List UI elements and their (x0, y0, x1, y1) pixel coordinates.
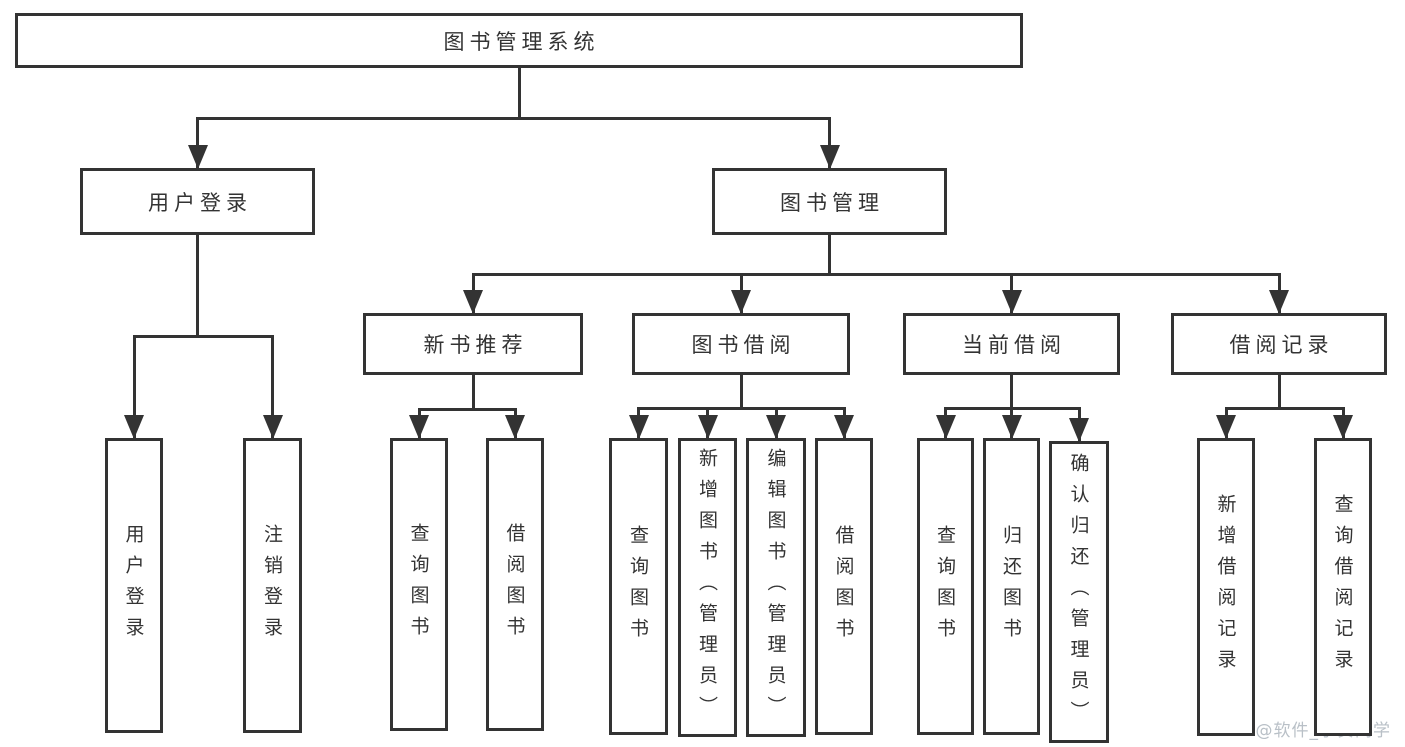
connector-split-root (196, 117, 831, 120)
node-label-br-query-record: 查询借阅记录 (1331, 494, 1354, 680)
node-new-book-rec: 新书推荐 (363, 313, 583, 375)
arrowhead-br-add-record (1216, 415, 1236, 439)
node-bb-query-book: 查询图书 (609, 438, 668, 735)
arrowhead-bb-query-book (628, 415, 649, 439)
connector-stem-book-borrow (739, 373, 743, 410)
connector-branch-user-login (196, 117, 199, 168)
node-label-bb-add-book: 新增图书（管理员） (696, 448, 718, 727)
node-br-add-record: 新增借阅记录 (1197, 438, 1255, 736)
node-label-user-login: 用户登录 (148, 190, 252, 215)
node-label-br-add-record: 新增借阅记录 (1214, 494, 1237, 680)
node-label-leaf-logout: 注销登录 (261, 523, 283, 648)
arrowhead-user-login (187, 145, 208, 169)
node-label-current-borrow: 当前借阅 (962, 333, 1066, 357)
node-label-leaf-login: 用户登录 (122, 523, 145, 648)
node-bb-add-book: 新增图书（管理员） (678, 438, 737, 737)
arrowhead-br-query-record (1333, 415, 1353, 439)
node-book-borrow: 图书借阅 (632, 313, 850, 375)
arrowhead-cb-confirm-return (1069, 418, 1089, 442)
connector-branch-book-mgmt (828, 117, 831, 168)
node-root: 图书管理系统 (15, 13, 1023, 68)
node-label-bb-edit-book: 编辑图书（管理员） (764, 448, 787, 727)
connector-stem-current-borrow (1010, 373, 1013, 410)
node-label-rec-query-book: 查询图书 (407, 522, 430, 647)
arrowhead-leaf-login (124, 415, 144, 439)
connector-stem-book-mgmt (828, 233, 831, 276)
connector-split-new-book-rec (417, 408, 517, 411)
arrowhead-book-borrow (731, 290, 751, 314)
connector-branch-leaf-logout (271, 335, 274, 438)
arrowhead-borrow-records (1269, 290, 1289, 314)
node-rec-query-book: 查询图书 (390, 438, 448, 731)
connector-stem-user-login (196, 233, 199, 338)
arrowhead-rec-query-book (409, 415, 429, 439)
arrowhead-bb-borrow-book (834, 415, 854, 439)
node-label-root: 图书管理系统 (443, 29, 600, 54)
node-label-cb-return-book: 归还图书 (1000, 524, 1022, 649)
connector-stem-borrow-records (1277, 373, 1281, 410)
node-book-mgmt: 图书管理 (712, 168, 947, 235)
node-label-book-borrow: 图书借阅 (691, 333, 796, 357)
node-br-query-record: 查询借阅记录 (1314, 438, 1372, 736)
node-cb-confirm-return: 确认归还（管理员） (1049, 441, 1109, 743)
node-label-bb-query-book: 查询图书 (627, 524, 649, 649)
arrowhead-cb-query-book (935, 415, 956, 439)
node-label-bb-borrow-book: 借阅图书 (832, 524, 855, 649)
node-bb-edit-book: 编辑图书（管理员） (746, 438, 806, 737)
node-borrow-records: 借阅记录 (1171, 313, 1387, 375)
node-current-borrow: 当前借阅 (903, 313, 1120, 375)
node-cb-query-book: 查询图书 (917, 438, 974, 735)
connector-stem-new-book-rec (471, 373, 475, 411)
node-label-book-mgmt: 图书管理 (780, 190, 884, 215)
connector-split-user-login (132, 335, 274, 338)
node-label-borrow-records: 借阅记录 (1229, 333, 1334, 357)
connector-branch-leaf-login (132, 335, 136, 438)
node-bb-borrow-book: 借阅图书 (815, 438, 873, 735)
node-cb-return-book: 归还图书 (983, 438, 1040, 735)
node-user-login: 用户登录 (80, 168, 315, 235)
arrowhead-rec-borrow-book (505, 415, 525, 439)
connector-split-borrow-records (1224, 407, 1345, 410)
connector-stem-root (517, 66, 521, 120)
arrowhead-current-borrow (1001, 290, 1022, 314)
node-leaf-logout: 注销登录 (243, 438, 302, 733)
arrowhead-cb-return-book (1001, 415, 1022, 439)
node-label-rec-borrow-book: 借阅图书 (503, 522, 526, 647)
arrowhead-new-book-rec (463, 290, 483, 314)
arrowhead-bb-add-book (697, 415, 718, 439)
arrowhead-bb-edit-book (766, 415, 786, 439)
node-leaf-login: 用户登录 (105, 438, 163, 733)
node-label-cb-query-book: 查询图书 (934, 524, 956, 649)
node-label-cb-confirm-return: 确认归还（管理员） (1067, 452, 1090, 732)
node-label-new-book-rec: 新书推荐 (423, 333, 528, 357)
arrowhead-book-mgmt (819, 145, 840, 169)
arrowhead-leaf-logout (262, 415, 283, 439)
connector-split-book-mgmt (471, 273, 1281, 276)
connector-split-book-borrow (637, 407, 846, 410)
node-rec-borrow-book: 借阅图书 (486, 438, 544, 731)
